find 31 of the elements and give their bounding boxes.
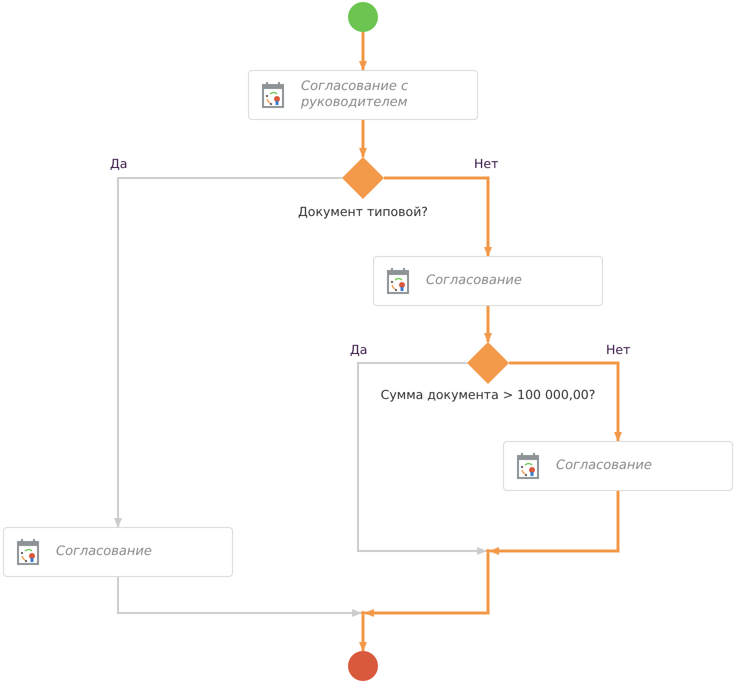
edge-label: Нет — [606, 342, 630, 357]
task-box — [248, 70, 478, 120]
merge-point — [361, 611, 365, 615]
task-label: Согласование — [556, 458, 653, 474]
arrow — [484, 306, 492, 343]
arrow — [384, 176, 492, 257]
condition-label: Сумма документа > 100 000,00? — [380, 387, 596, 402]
task-label: Согласование — [426, 273, 523, 289]
arrow — [364, 553, 490, 617]
task-label: Согласование — [56, 544, 153, 560]
condition-label: Документ типовой? — [298, 204, 428, 219]
arrow — [114, 177, 342, 528]
arrow — [489, 491, 620, 555]
edge-label: Да — [350, 342, 368, 357]
arrow — [357, 362, 487, 555]
edge-label: Нет — [474, 156, 498, 171]
arrow — [359, 32, 367, 71]
arrow — [359, 615, 367, 652]
edge-label: Да — [110, 156, 128, 171]
arrow — [117, 577, 362, 617]
task-box — [3, 527, 233, 577]
merge-point — [486, 549, 490, 553]
task-label: Согласование с руководителем — [301, 79, 410, 111]
start-circle — [348, 2, 378, 32]
arrow — [509, 362, 622, 442]
arrow — [359, 120, 367, 158]
decision-diamond — [467, 342, 509, 384]
task-box — [373, 256, 603, 306]
task-box — [503, 441, 733, 491]
decision-diamond — [342, 157, 384, 199]
end-circle — [348, 651, 378, 681]
